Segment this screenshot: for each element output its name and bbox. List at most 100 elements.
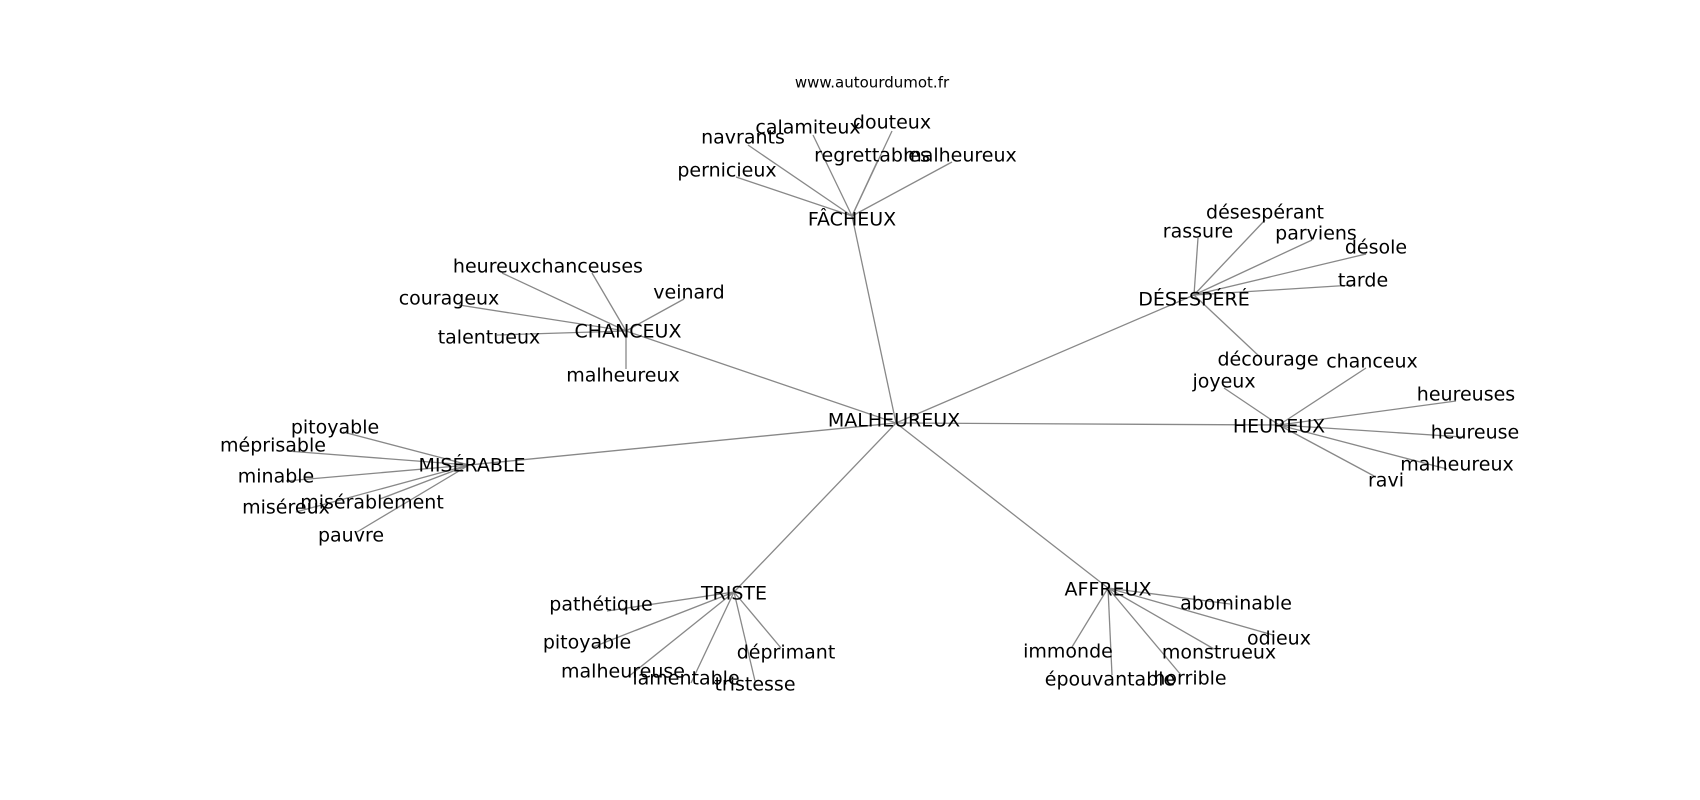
word-node[interactable]: odieux [1247,628,1311,650]
edge-center-to-cluster [895,422,1109,589]
edge-center-to-cluster [468,422,897,466]
word-node[interactable]: horrible [1153,668,1226,690]
edge-cluster-to-word [1107,587,1113,676]
edges-layer [285,130,1464,684]
edge-cluster-to-word [627,591,735,678]
word-node[interactable]: malheureuse [561,661,685,683]
edge-cluster-to-word [1278,400,1457,426]
edge-center-to-cluster [733,422,897,593]
word-node[interactable]: talentueux [438,327,541,349]
cluster-node[interactable]: HEUREUX [1233,416,1325,438]
edge-cluster-to-word [295,464,470,513]
edge-cluster-to-word [1193,294,1261,358]
edge-cluster-to-word [379,464,470,500]
word-node[interactable]: courageux [399,288,500,310]
edge-cluster-to-word [625,298,685,332]
word-node[interactable]: heureux [453,256,531,278]
word-node[interactable]: désespérant [1206,202,1324,224]
word-node[interactable]: malheureux [566,365,680,387]
word-node[interactable]: lamentable [632,668,739,690]
word-node[interactable]: méprisable [220,435,326,457]
cluster-node[interactable]: FÂCHEUX [808,208,896,231]
edge-cluster-to-word [1278,367,1367,426]
word-node[interactable]: pitoyable [543,632,631,654]
edge-cluster-to-word [1193,219,1266,296]
edge-cluster-to-word [812,134,853,217]
center-node[interactable]: MALHEUREUX [828,410,960,432]
edge-cluster-to-word [851,161,953,217]
word-node[interactable]: chanceuses [531,256,643,278]
edge-cluster-to-word [1193,253,1367,296]
edge-cluster-to-word [733,591,756,682]
edge-center-to-cluster [851,215,897,424]
word-node[interactable]: pitoyable [291,417,379,439]
edge-cluster-to-word [733,591,782,649]
word-node[interactable]: tristesse [714,674,795,696]
cluster-node[interactable]: AFFREUX [1065,579,1152,601]
edge-cluster-to-word [592,591,735,648]
word-node[interactable]: pernicieux [677,160,776,182]
word-node[interactable]: heureuses [1417,384,1515,406]
word-node[interactable]: pathétique [549,594,652,616]
edge-cluster-to-word [1223,387,1280,426]
edge-cluster-to-word [1107,587,1215,650]
edge-cluster-to-word [286,450,470,466]
word-node[interactable]: abominable [1180,593,1292,615]
word-node[interactable]: calamiteux [755,117,860,139]
edge-cluster-to-word [1071,587,1109,648]
edge-cluster-to-word [735,176,853,217]
edge-cluster-to-word [1193,239,1313,296]
word-node[interactable]: épouvantable [1045,669,1175,691]
edge-cluster-to-word [1107,587,1231,605]
edge-cluster-to-word [1278,424,1375,477]
word-node[interactable]: misérablement [300,492,444,514]
word-node[interactable]: désole [1345,237,1407,259]
word-node[interactable]: regrettables [814,145,930,167]
cluster-node[interactable]: MISÉRABLE [418,454,525,477]
edge-cluster-to-word [1107,587,1182,676]
edge-center-to-cluster [895,422,1280,426]
word-node[interactable]: minable [238,466,315,488]
edge-center-to-cluster [625,330,897,424]
edge-cluster-to-word [1278,424,1464,438]
word-node[interactable]: malheureux [903,145,1017,167]
word-node[interactable]: immonde [1023,641,1113,663]
word-node[interactable]: parviens [1275,223,1357,245]
word-node[interactable]: rassure [1163,221,1233,243]
cluster-node[interactable]: TRISTE [700,583,767,605]
word-node[interactable]: pauvre [318,525,384,547]
word-node[interactable]: joyeux [1191,371,1255,393]
word-node[interactable]: malheureux [1400,454,1514,476]
word-node[interactable]: ravi [1368,470,1404,492]
word-node[interactable]: tarde [1338,270,1388,292]
cluster-node[interactable]: CHANCEUX [575,321,682,343]
edge-cluster-to-word [851,161,878,217]
word-node[interactable]: chanceux [1326,351,1418,373]
edge-cluster-to-word [690,591,735,684]
word-node[interactable]: déprimant [737,642,836,664]
edge-cluster-to-word [501,272,627,332]
word-node[interactable]: miséreux [242,497,330,519]
cluster-node[interactable]: DÉSESPÉRÉ [1138,288,1249,311]
word-node[interactable]: douteux [853,112,931,134]
word-node[interactable]: navrants [701,127,785,149]
site-label[interactable]: www.autourdumot.fr [795,74,950,92]
edge-cluster-to-word [342,431,470,466]
edge-cluster-to-word [356,464,470,533]
word-node[interactable]: veinard [653,282,724,304]
edge-cluster-to-word [458,304,627,332]
edge-cluster-to-word [747,144,853,217]
edge-cluster-to-word [285,464,470,482]
edge-center-to-cluster [895,294,1195,424]
word-node[interactable]: décourage [1217,349,1318,371]
edge-cluster-to-word [591,272,627,332]
edge-cluster-to-word [606,591,735,612]
edge-cluster-to-word [1193,284,1354,296]
word-node[interactable]: heureuse [1431,422,1520,444]
edge-cluster-to-word [496,330,627,336]
edge-cluster-to-word [1107,587,1274,636]
edge-cluster-to-word [1278,424,1448,470]
word-node[interactable]: monstrueux [1162,642,1276,664]
